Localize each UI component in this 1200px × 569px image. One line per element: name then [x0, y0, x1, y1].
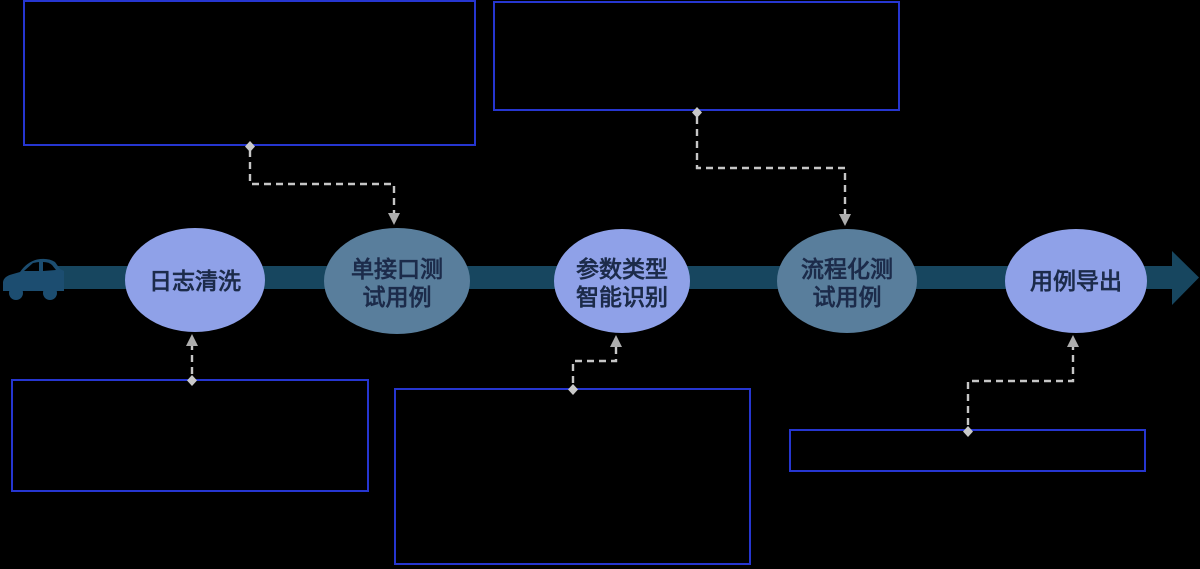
stage-label: 试用例	[363, 284, 432, 310]
callout-box-top-left	[23, 0, 476, 146]
stage-label: 单接口测	[351, 256, 443, 282]
arrowhead-up-icon	[1067, 335, 1079, 347]
diamond-marker	[245, 141, 255, 152]
arrowhead-up-icon	[186, 334, 198, 346]
callout-box-top-middle	[493, 1, 900, 111]
callout-box-bottom-left	[11, 379, 369, 492]
diamond-marker	[187, 375, 197, 386]
stage-label: 试用例	[813, 284, 882, 310]
diamond-marker	[568, 384, 578, 395]
stage-label: 日志清洗	[149, 268, 241, 294]
diamond-marker	[963, 426, 973, 437]
stage-node-single-interface-case: 单接口测 试用例	[324, 228, 470, 334]
stage-label: 参数类型	[576, 256, 668, 282]
stage-node-param-type-recognition: 参数类型 智能识别	[554, 229, 690, 333]
stage-node-flow-test-case: 流程化测 试用例	[777, 229, 917, 333]
callout-box-bottom-middle	[394, 388, 751, 565]
car-icon	[3, 258, 64, 300]
connector-bottommiddle-to-stage3	[568, 335, 622, 395]
arrowhead-down-icon	[388, 213, 400, 225]
connector-bottomleft-to-stage1	[186, 334, 198, 386]
connector-topleft-to-stage2	[245, 141, 400, 225]
connector-topmiddle-to-stage4	[692, 107, 851, 226]
arrowhead-up-icon	[610, 335, 622, 347]
stage-node-log-cleaning: 日志清洗	[125, 228, 265, 332]
stage-label: 智能识别	[576, 284, 668, 310]
arrowhead-down-icon	[839, 214, 851, 226]
stage-label: 用例导出	[1030, 268, 1122, 294]
stage-label: 流程化测	[801, 256, 893, 282]
stage-node-case-export: 用例导出	[1005, 229, 1147, 333]
arrow-right-icon	[1172, 251, 1199, 305]
callout-box-bottom-right	[789, 429, 1146, 472]
diamond-marker	[692, 107, 702, 118]
connector-bottomright-to-stage5	[963, 335, 1079, 437]
